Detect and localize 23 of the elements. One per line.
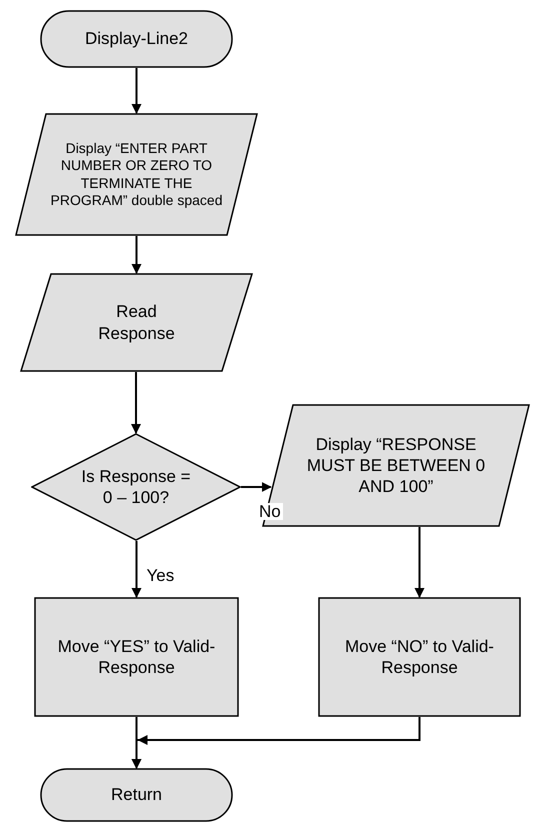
arrow (132, 68, 142, 114)
node-text: Read Response (97, 301, 176, 344)
arrow (132, 236, 142, 274)
arrow (131, 372, 141, 434)
node-text: Display “ENTER PART NUMBER OR ZERO TO TERMINATE THE PROGRAM” double spaced (50, 140, 224, 210)
node-text: Return (110, 784, 162, 806)
io-parallelogram (20, 273, 253, 372)
node-text: Display-Line2 (85, 28, 188, 50)
arrow (132, 717, 420, 769)
edge-label: No (257, 503, 283, 520)
node-text: Is Response = 0 – 100? (81, 466, 191, 508)
io-parallelogram (15, 113, 258, 236)
edge-label: Yes (144, 567, 176, 584)
process-box (318, 597, 521, 717)
node-text: Move “NO” to Valid-Response (344, 636, 495, 678)
arrow (241, 482, 272, 492)
node-text: Display “RESPONSE MUST BE BETWEEN 0 AND 100” (306, 434, 486, 498)
decision-diamond (31, 433, 241, 541)
node-text: Move “YES” to Valid-Response (56, 636, 216, 678)
arrow (414, 527, 424, 598)
process-box (34, 597, 239, 717)
io-parallelogram (262, 404, 530, 527)
arrow (132, 541, 142, 598)
